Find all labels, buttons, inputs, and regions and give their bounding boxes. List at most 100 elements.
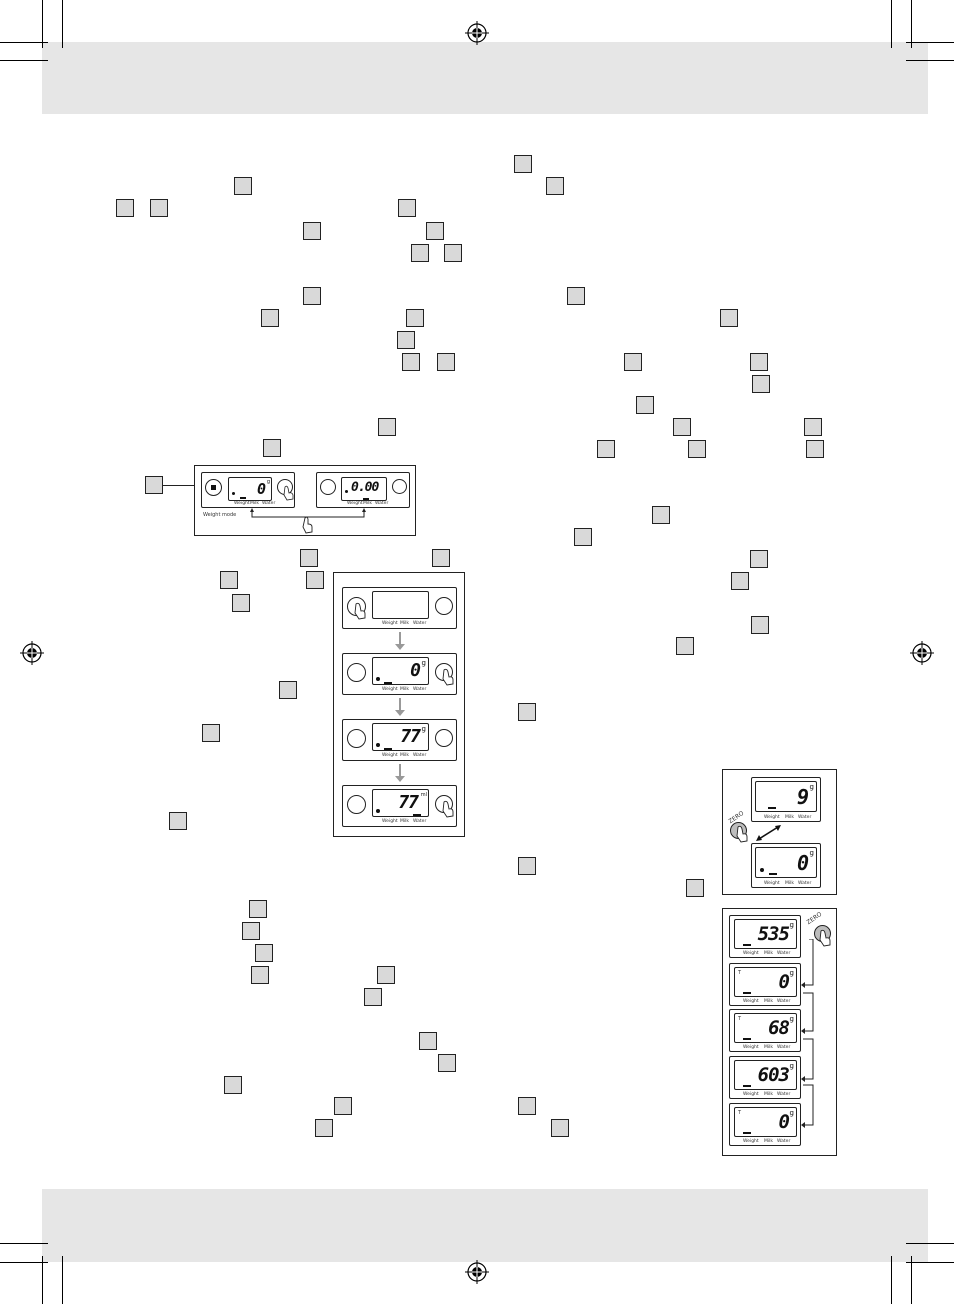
- figure-weight-mode: 0 g Weight Milk Water 0.00 Weight Milk W…: [194, 465, 416, 536]
- reference-box: [402, 353, 420, 371]
- reference-box: [731, 572, 749, 590]
- indicator-bar: [743, 1132, 751, 1134]
- reference-box: [419, 1032, 437, 1050]
- reference-box: [397, 331, 415, 349]
- indicator-bar: [240, 497, 246, 499]
- lcd-display: 535 g: [734, 919, 797, 949]
- indicator-bar: [743, 1085, 751, 1087]
- reference-box: [688, 440, 706, 458]
- mode-milk-label: Milk: [250, 501, 259, 506]
- zero-display-after: 0 g Weight Milk Water: [751, 843, 821, 888]
- header-band: [42, 42, 928, 114]
- registration-mark-left-icon: [20, 641, 44, 665]
- reference-box: [249, 900, 267, 918]
- reference-box: [432, 549, 450, 567]
- hand-icon: [442, 800, 454, 818]
- reference-box: [673, 418, 691, 436]
- lcd-unit: g: [266, 479, 270, 485]
- indicator-bar: [743, 1038, 751, 1040]
- mode-weight-label: Weight: [743, 1045, 759, 1050]
- reference-box: [150, 199, 168, 217]
- reference-box: [251, 966, 269, 984]
- mode-weight-label: Weight: [347, 501, 363, 506]
- lcd-unit: ml: [420, 792, 427, 798]
- reference-box: [426, 222, 444, 240]
- indicator-bar: [384, 748, 392, 750]
- lcd-value: 0: [256, 480, 266, 498]
- lcd-unit: g: [789, 921, 794, 929]
- reference-box: [518, 703, 536, 721]
- mode-milk-label: Milk: [785, 881, 794, 886]
- mode-milk-label: Milk: [400, 753, 409, 758]
- registration-mark-right-icon: [910, 641, 934, 665]
- tare-indicator: T: [738, 970, 742, 976]
- lcd-display: T 68 g: [734, 1013, 797, 1043]
- lcd-unit: g: [809, 783, 814, 791]
- hand-press-icon: [302, 516, 313, 534]
- mode-milk-label: Milk: [400, 687, 409, 692]
- reference-box: [220, 571, 238, 589]
- mode-milk-label: Milk: [400, 621, 409, 626]
- mode-weight-label: Weight: [743, 999, 759, 1004]
- mode-weight-label: Weight: [382, 621, 398, 626]
- mode-milk-label: Milk: [363, 501, 372, 506]
- figure-sequence: Weight Milk Water 0 g Weight Milk Water …: [333, 572, 465, 837]
- reference-box: [686, 879, 704, 897]
- device-right: 0.00 Weight Milk Water: [316, 472, 410, 508]
- indicator-dot: [345, 490, 348, 493]
- lcd-unit: g: [809, 849, 814, 857]
- zero-display-before: 9 g Weight Milk Water: [751, 777, 821, 822]
- indicator-bar: [743, 944, 751, 946]
- mode-weight-label: Weight: [743, 951, 759, 956]
- hand-icon: [819, 929, 831, 947]
- reference-box: [597, 440, 615, 458]
- lcd-display: 77 g: [372, 723, 429, 751]
- mode-water-label: Water: [413, 753, 427, 758]
- tare-step-5: T 0 g Weight Milk Water: [729, 1103, 801, 1146]
- indicator-bar: [768, 807, 776, 809]
- reference-box: [261, 309, 279, 327]
- lcd-display: [372, 591, 429, 619]
- tare-indicator: T: [738, 1110, 742, 1116]
- mode-weight-label: Weight: [743, 1139, 759, 1144]
- indicator-dot: [376, 677, 380, 681]
- zero-label: ZERO: [805, 910, 824, 927]
- mode-water-label: Water: [798, 881, 812, 886]
- lcd-value: 77: [398, 792, 419, 813]
- double-arrow-icon: [756, 825, 781, 841]
- lcd-unit: g: [789, 1109, 794, 1117]
- lcd-display: 0 g: [228, 477, 272, 501]
- bracket-arrow-icon: [250, 508, 366, 518]
- reference-box: [116, 199, 134, 217]
- mode-water-label: Water: [777, 1045, 791, 1050]
- lcd-display: 0 g: [755, 847, 817, 878]
- down-arrow-icon: [395, 764, 405, 782]
- mode-weight-label: Weight: [382, 819, 398, 824]
- lcd-value: 0: [778, 1111, 790, 1133]
- reference-box: [303, 287, 321, 305]
- lcd-unit: g: [789, 1015, 794, 1023]
- tare-step-3: T 68 g Weight Milk Water: [729, 1009, 801, 1052]
- reference-box: [202, 724, 220, 742]
- reference-box: [636, 396, 654, 414]
- reference-box: [750, 353, 768, 371]
- tare-step-1: 535 g Weight Milk Water: [729, 915, 801, 958]
- mode-weight-label: Weight: [764, 815, 780, 820]
- reference-box: [546, 177, 564, 195]
- reference-box: [300, 549, 318, 567]
- mode-water-label: Water: [777, 999, 791, 1004]
- sequence-step-4: 77 ml Weight Milk Water: [342, 785, 457, 827]
- reference-box: [145, 476, 163, 494]
- reference-box: [752, 375, 770, 393]
- mode-weight-label: Weight: [764, 881, 780, 886]
- sequence-step-1: Weight Milk Water: [342, 587, 457, 629]
- reference-box: [234, 177, 252, 195]
- down-arrow-icon: [395, 698, 405, 716]
- mode-water-label: Water: [798, 815, 812, 820]
- hand-icon: [442, 668, 454, 686]
- lcd-display: 603 g: [734, 1060, 797, 1090]
- mode-milk-label: Milk: [764, 1045, 773, 1050]
- reference-box: [750, 550, 768, 568]
- sequence-step-3: 77 g Weight Milk Water: [342, 719, 457, 761]
- knob-icon: [347, 795, 366, 814]
